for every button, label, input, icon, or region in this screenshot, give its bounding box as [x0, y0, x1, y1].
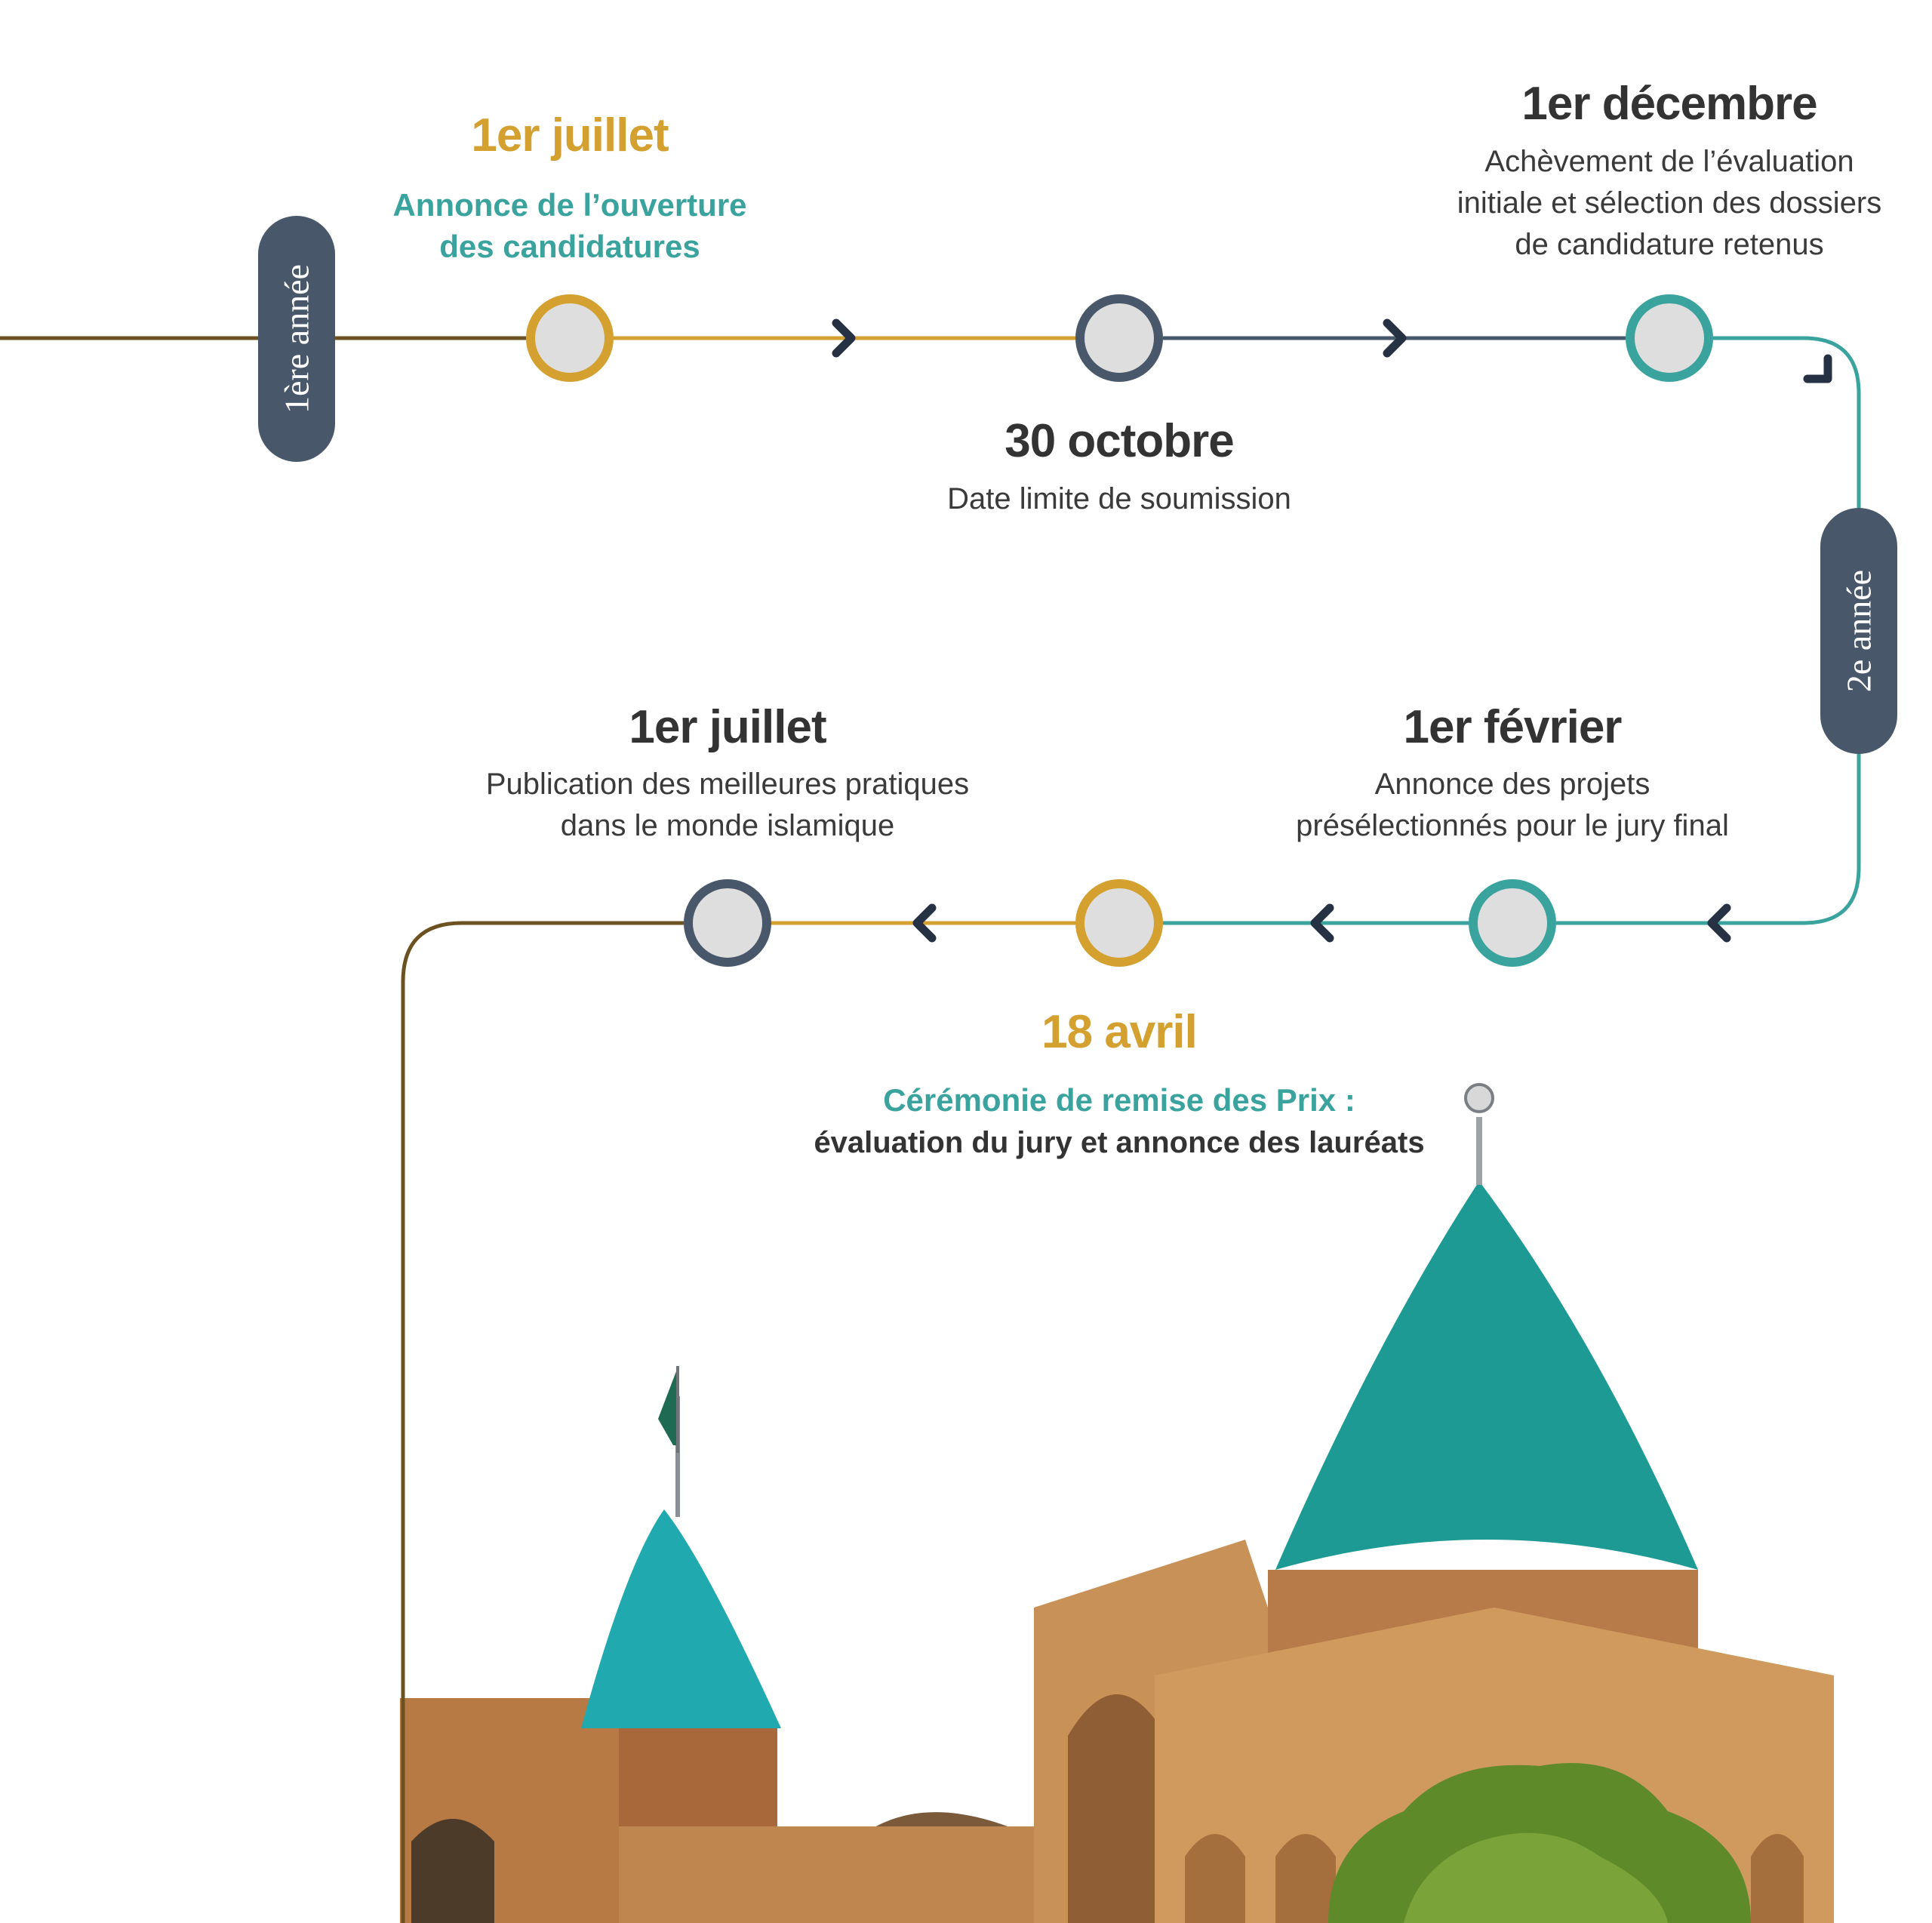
- milestone-date: 18 avril: [1041, 1006, 1198, 1058]
- milestone-node-m1: [526, 294, 614, 382]
- milestone-node-m2: [1075, 294, 1163, 382]
- direction-arrows: [832, 318, 1832, 943]
- facade-arch-2: [1275, 1834, 1336, 1923]
- milestone-description: initiale et sélection des dossiers: [1457, 186, 1882, 220]
- milestone-node-m3: [1626, 294, 1713, 382]
- finial-sphere: [1464, 1083, 1494, 1113]
- mosque-illustration: [400, 1083, 1834, 1923]
- year-pill-first: 1ère année: [258, 216, 335, 462]
- tree-foliage-highlight: [1404, 1832, 1668, 1923]
- green-flag: [658, 1368, 678, 1445]
- milestone-description: Achèvement de l’évaluation: [1484, 145, 1854, 178]
- milestone-date: 1er décembre: [1521, 78, 1817, 130]
- small-teal-dome: [581, 1509, 781, 1728]
- milestone-description: Annonce de l’ouverture: [392, 187, 747, 223]
- timeline-path: [0, 336, 1861, 1923]
- facade-arch-1: [1185, 1834, 1245, 1923]
- milestone-date: 1er février: [1403, 701, 1623, 753]
- middle-wall: [619, 1826, 1034, 1923]
- milestone-node-m4: [1469, 879, 1556, 967]
- milestone-description: dans le monde islamique: [560, 809, 895, 842]
- portal-arch: [1068, 1694, 1166, 1923]
- milestone-nodes: [526, 294, 1713, 967]
- teal-cone-dome: [1275, 1181, 1698, 1570]
- year-label-second: 2e année: [1839, 569, 1878, 693]
- milestone-description: évaluation du jury et annonce des lauréa…: [814, 1126, 1425, 1159]
- milestone-node-m6: [684, 879, 771, 967]
- milestone-description: Publication des meilleures pratiques: [485, 768, 970, 801]
- arrow-left-icon: [912, 903, 937, 943]
- small-dome-drum: [619, 1728, 777, 1826]
- milestone-description: présélectionnés pour le jury final: [1296, 809, 1729, 842]
- year-label-first: 1ère année: [277, 264, 316, 414]
- arrow-right-icon: [832, 318, 856, 358]
- milestone-description: Annonce des projets: [1374, 768, 1651, 801]
- milestone-date: 1er juillet: [471, 109, 669, 162]
- milestone-date: 1er juillet: [629, 701, 826, 753]
- milestone-date: 30 octobre: [1004, 415, 1235, 467]
- facade-arch-3: [1751, 1834, 1804, 1923]
- milestone-description: Cérémonie de remise des Prix :: [883, 1082, 1355, 1118]
- milestone-description: des candidatures: [439, 229, 700, 264]
- line-end: [401, 921, 684, 1923]
- arrow-down-right-icon: [1803, 354, 1832, 383]
- milestone-node-m5: [1075, 879, 1163, 967]
- arrow-left-icon: [1310, 903, 1334, 943]
- milestone-description: Date limite de soumission: [947, 482, 1291, 515]
- year-pill-second: 2e année: [1820, 508, 1897, 754]
- milestone-description: de candidature retenus: [1515, 228, 1824, 261]
- arrow-right-icon: [1383, 318, 1407, 358]
- arrow-left-icon: [1707, 903, 1731, 943]
- left-annex-window: [411, 1819, 494, 1923]
